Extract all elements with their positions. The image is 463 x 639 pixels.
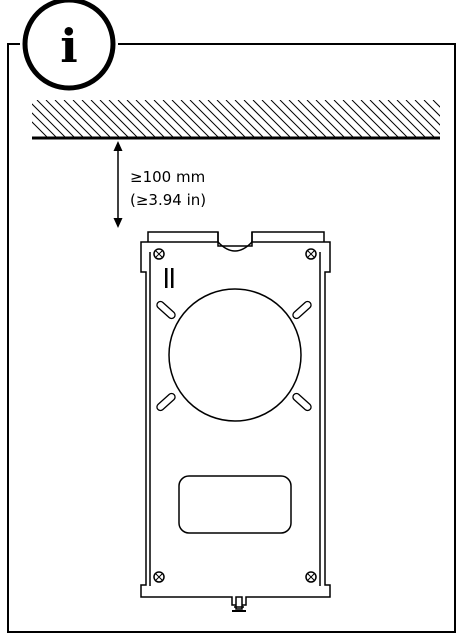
- rectangular-opening: [178, 475, 292, 534]
- hatch-line: [279, 100, 319, 138]
- hatch-line: [405, 100, 440, 135]
- mounting-slot-lower-right: [292, 392, 312, 412]
- hatch-line: [36, 100, 76, 138]
- hatch-line: [297, 100, 337, 138]
- hatch-line: [351, 100, 391, 138]
- hatch-line: [189, 100, 229, 138]
- hatch-line: [90, 100, 130, 138]
- hatch-line: [234, 100, 274, 138]
- hatch-line: [423, 100, 440, 117]
- central-cable-opening: [168, 288, 302, 422]
- hatch-line: [360, 100, 400, 138]
- hatch-line: [306, 100, 346, 138]
- hatch-line: [135, 100, 175, 138]
- mounting-slot-upper-right: [292, 300, 312, 320]
- hatch-line: [32, 103, 67, 138]
- info-icon: i: [22, 0, 116, 91]
- hatch-line: [81, 100, 121, 138]
- hatch-line: [333, 100, 373, 138]
- mounting-slot-upper-left: [156, 300, 176, 320]
- hatch-line: [180, 100, 220, 138]
- hatch-line: [243, 100, 283, 138]
- hatch-line: [225, 100, 265, 138]
- hatch-line: [63, 100, 103, 138]
- corner-screw-bottom-left: [153, 571, 165, 583]
- hatch-line: [126, 100, 166, 138]
- hatch-line: [342, 100, 382, 138]
- hatch-line: [32, 121, 49, 138]
- hatch-line: [324, 100, 364, 138]
- clearance-metric-label: ≥100 mm: [130, 168, 205, 186]
- hatch-line: [108, 100, 148, 138]
- hatch-line: [207, 100, 247, 138]
- hatch-line: [315, 100, 355, 138]
- hatch-line: [99, 100, 139, 138]
- ceiling-surface: [32, 100, 463, 140]
- hatch-line: [32, 112, 58, 138]
- corner-screw-top-right: [305, 248, 317, 260]
- hatch-line: [45, 100, 85, 138]
- hatch-line: [54, 100, 94, 138]
- bracket-outline: [140, 241, 331, 606]
- corner-screw-bottom-right: [305, 571, 317, 583]
- hatch-line: [288, 100, 328, 138]
- mounting-bracket: [140, 231, 331, 612]
- hatch-line: [171, 100, 211, 138]
- hatch-line: [252, 100, 292, 138]
- diagram-frame: [7, 43, 456, 633]
- hatch-line: [369, 100, 409, 138]
- hatch-line: [378, 100, 418, 138]
- clearance-arrow: [113, 141, 123, 228]
- hatch-line: [396, 100, 436, 138]
- hatch-line: [442, 100, 463, 138]
- hatch-line: [72, 100, 112, 138]
- mounting-slot-lower-left: [156, 392, 176, 412]
- vertical-slot: [165, 268, 174, 288]
- hatch-line: [270, 100, 310, 138]
- info-glyph: i: [60, 19, 77, 73]
- hatch-line: [261, 100, 301, 138]
- hatch-line: [144, 100, 184, 138]
- hatch-line: [414, 100, 440, 126]
- hatch-line: [162, 100, 202, 138]
- hatch-line: [117, 100, 157, 138]
- hatch-line: [387, 100, 427, 138]
- hatch-line: [198, 100, 238, 138]
- hatch-line: [216, 100, 256, 138]
- corner-screw-top-left: [153, 248, 165, 260]
- clearance-imperial-label: (≥3.94 in): [130, 191, 206, 209]
- hatch-line: [432, 100, 440, 108]
- hatch-line: [153, 100, 193, 138]
